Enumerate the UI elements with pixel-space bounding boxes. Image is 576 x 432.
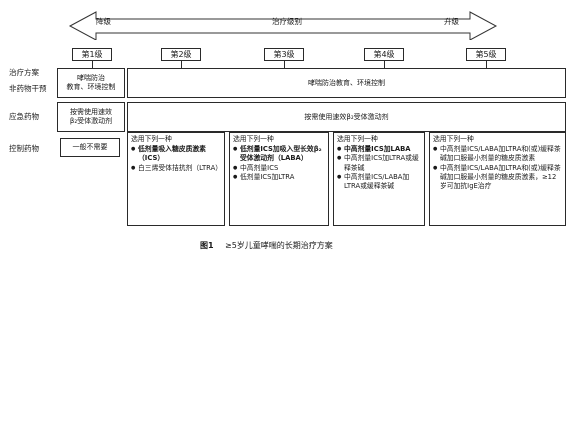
level-1-rescue-text: 按需使用速效 β₂受体激动剂 <box>69 108 113 125</box>
level-4-header: 第4级 <box>364 48 404 61</box>
level-2-option-heading: 选用下列一种 <box>131 135 172 143</box>
level-2-header: 第2级 <box>161 48 201 61</box>
treatment-level-arrow <box>68 11 498 40</box>
level-1-rescue-box: 按需使用速效 β₂受体激动剂 <box>57 102 125 132</box>
level-1-nondrug-text: 哮喘防治 教育、环境控制 <box>66 74 116 91</box>
level-5-header: 第5级 <box>466 48 506 61</box>
arrow-left-label: 降级 <box>96 17 111 26</box>
level-3-option-item: 中高剂量ICS <box>233 164 325 173</box>
level-5-connector <box>486 61 487 68</box>
level-1-nondrug-box: 哮喘防治 教育、环境控制 <box>57 68 125 98</box>
row-label-plan: 治疗方案 <box>9 68 39 77</box>
level-5-option-list: 中高剂量ICS/LABA加LTRA和(或)缓释茶碱加口服最小剂量的糖皮质激素 中… <box>433 145 562 191</box>
level-2-option-list: 低剂量吸入糖皮质激素（ICS） 白三烯受体拮抗剂（LTRA） <box>131 145 222 173</box>
level-3-option-list: 低剂量ICS加吸入型长效β₂受体激动剂（LABA） 中高剂量ICS 低剂量ICS… <box>233 145 325 182</box>
level-4-option-box: 选用下列一种 中高剂量ICS加LABA 中高剂量ICS加LTRA或缓释茶碱 中高… <box>333 132 425 226</box>
level-1-connector <box>92 61 93 68</box>
level-3-option-item: 低剂量ICS加LTRA <box>233 173 325 182</box>
figure-caption: ≥5岁儿童哮喘的长期治疗方案 <box>225 241 333 250</box>
level-2-option-item: 低剂量吸入糖皮质激素（ICS） <box>131 145 221 163</box>
level-3-option-item: 低剂量ICS加吸入型长效β₂受体激动剂（LABA） <box>233 145 325 163</box>
arrow-right-label: 升级 <box>444 17 459 26</box>
row-label-nondrug: 非药物干预 <box>9 84 47 93</box>
level-5-option-box: 选用下列一种 中高剂量ICS/LABA加LTRA和(或)缓释茶碱加口服最小剂量的… <box>429 132 566 226</box>
shared-rescue-text: 按需使用速效β₂受体激动剂 <box>304 112 389 121</box>
level-1-header: 第1级 <box>72 48 112 61</box>
level-4-option-item: 中高剂量ICS加LTRA或缓释茶碱 <box>337 154 421 172</box>
level-4-option-item: 中高剂量ICS加LABA <box>337 145 421 154</box>
level-4-option-heading: 选用下列一种 <box>337 135 378 143</box>
level-3-option-heading: 选用下列一种 <box>233 135 274 143</box>
figure-label: 图1 <box>200 241 214 250</box>
row-label-control: 控制药物 <box>9 144 39 153</box>
level-3-header: 第3级 <box>264 48 304 61</box>
level-5-option-heading: 选用下列一种 <box>433 135 474 143</box>
level-2-connector <box>181 61 182 68</box>
level-5-option-item: 中高剂量ICS/LABA加LTRA和(或)缓释茶碱加口服最小剂量的糖皮质激素，≥… <box>433 164 562 192</box>
arrow-shape <box>68 11 498 40</box>
level-5-option-item: 中高剂量ICS/LABA加LTRA和(或)缓释茶碱加口服最小剂量的糖皮质激素 <box>433 145 562 163</box>
level-1-control-text: 一般不需要 <box>72 143 108 151</box>
row-label-rescue: 应急药物 <box>9 112 39 121</box>
shared-nondrug-box: 哮喘防治教育、环境控制 <box>127 68 566 98</box>
level-3-connector <box>284 61 285 68</box>
arrow-center-label: 治疗级别 <box>272 17 302 26</box>
shared-nondrug-text: 哮喘防治教育、环境控制 <box>308 78 385 87</box>
level-4-option-list: 中高剂量ICS加LABA 中高剂量ICS加LTRA或缓释茶碱 中高剂量ICS/L… <box>337 145 421 191</box>
level-4-option-item: 中高剂量ICS/LABA加LTRA或缓释茶碱 <box>337 173 421 191</box>
shared-rescue-box: 按需使用速效β₂受体激动剂 <box>127 102 566 132</box>
level-2-option-item: 白三烯受体拮抗剂（LTRA） <box>131 164 222 173</box>
level-1-control-box: 一般不需要 <box>60 138 120 157</box>
level-4-connector <box>384 61 385 68</box>
level-2-option-box: 选用下列一种 低剂量吸入糖皮质激素（ICS） 白三烯受体拮抗剂（LTRA） <box>127 132 225 226</box>
level-3-option-box: 选用下列一种 低剂量ICS加吸入型长效β₂受体激动剂（LABA） 中高剂量ICS… <box>229 132 329 226</box>
